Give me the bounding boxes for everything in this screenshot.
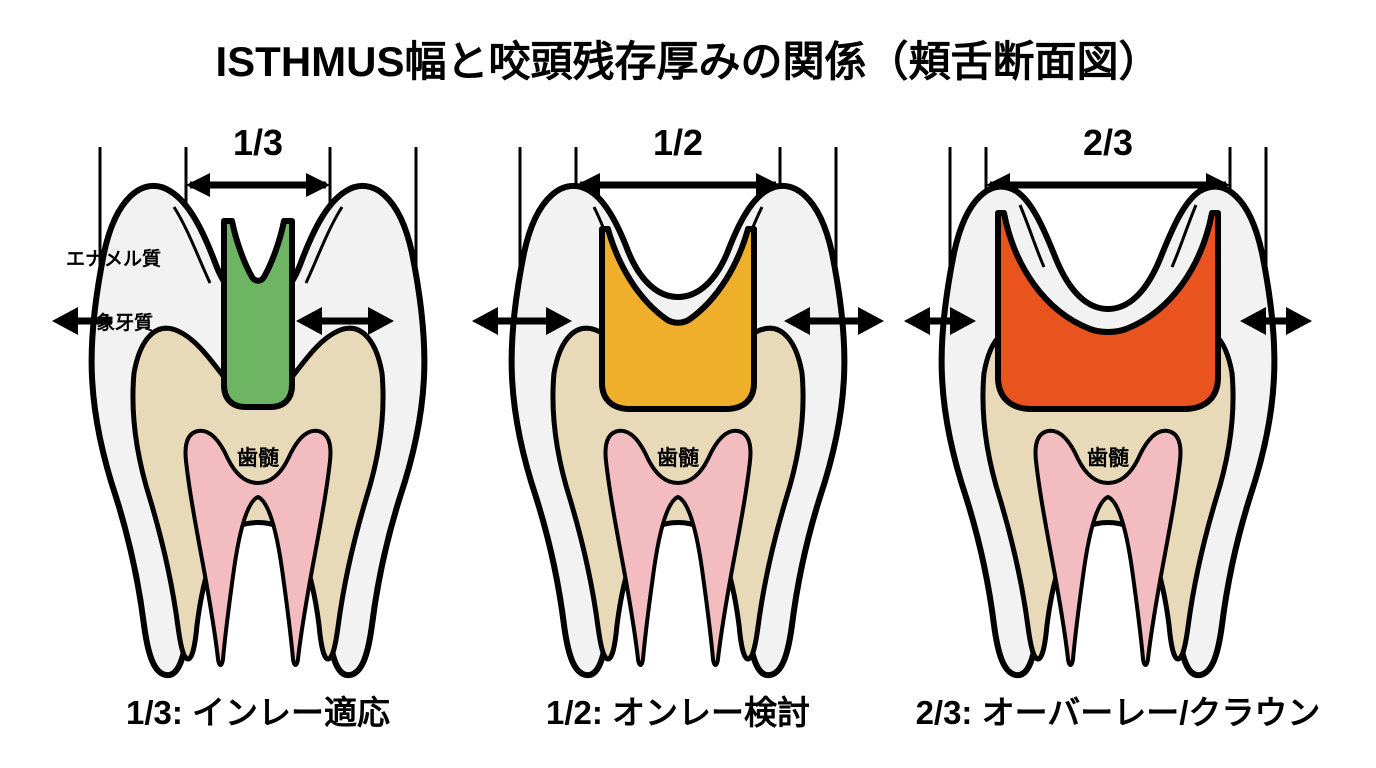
tooth-panel-one-half: 1/2 歯髄: [458, 125, 898, 685]
cusp-thickness-arrow-right-3: [1240, 307, 1312, 335]
cusp-thickness-arrow-right-1: [296, 307, 394, 335]
pulp-chamber-3: [1033, 428, 1183, 667]
isthmus-width-arrow-2: [576, 173, 780, 197]
enamel-cusp-ridge-lines-1: [172, 206, 344, 284]
page-title: ISTHMUS幅と咬頭残存厚みの関係（頬舌断面図）: [215, 38, 1161, 85]
isthmus-width-arrow-1: [186, 173, 330, 197]
tooth-panel-two-thirds: 2/3 歯髄: [888, 125, 1328, 685]
cavity-preparation-2: [599, 226, 757, 412]
tooth-panel-one-third: 1/3: [38, 125, 478, 685]
caption-one-third: 1/3: インレー適応: [125, 694, 391, 731]
isthmus-fraction-label-1: 1/3: [233, 125, 283, 163]
tooth-cross-section-svg-3: 2/3 歯髄: [904, 125, 1312, 679]
tooth-cross-section-svg-1: 1/3: [52, 125, 428, 679]
dentin-label-1: 象牙質: [96, 311, 153, 334]
isthmus-fraction-label-2: 1/2: [653, 125, 703, 163]
cusp-thickness-arrow-left-3: [904, 307, 976, 335]
cusp-thickness-arrow-right-2: [784, 307, 884, 335]
caption-two-thirds: 2/3: オーバーレー/クラウン: [915, 694, 1321, 731]
captions-row: 1/3: インレー適応 1/2: オンレー検討 2/3: オーバーレー/クラウン: [0, 686, 1376, 738]
pulp-chamber-2: [603, 428, 753, 667]
cavity-preparation-3: [995, 210, 1221, 412]
pulp-label-3: 歯髄: [1087, 446, 1129, 470]
pulp-chamber-1: [183, 428, 333, 667]
pulp-label-1: 歯髄: [237, 446, 279, 470]
pulp-label-2: 歯髄: [657, 446, 699, 470]
cavity-preparation-1: [221, 218, 295, 410]
enamel-cusp-ridge-lines-3: [1018, 204, 1198, 268]
teeth-row: 1/3: [0, 125, 1376, 685]
cusp-thickness-arrow-left-2: [472, 307, 572, 335]
cusp-thickness-arrow-left-1: [52, 307, 112, 335]
tooth-cross-section-svg-2: 1/2 歯髄: [472, 125, 884, 679]
enamel-label-1: エナメル質: [66, 247, 161, 270]
isthmus-fraction-label-3: 2/3: [1083, 125, 1133, 163]
caption-one-half: 1/2: オンレー検討: [545, 694, 811, 731]
